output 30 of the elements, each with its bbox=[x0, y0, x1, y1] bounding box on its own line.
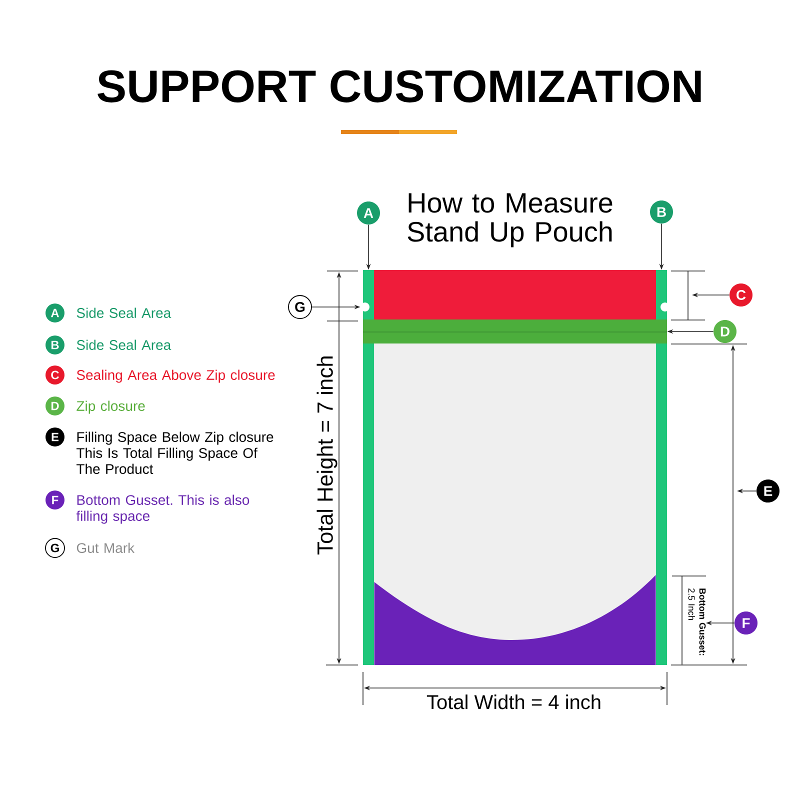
letter-badge: E bbox=[756, 480, 780, 502]
legend-text: Side Seal Area bbox=[76, 340, 172, 350]
legend-text: Filling Space Below Zip closure This Is Total Filling Space Of The Product bbox=[76, 432, 274, 474]
dimension-label: Bottom Gusset: 2.5 Inch bbox=[688, 588, 706, 656]
legend-text: Sealing Area Above Zip closure bbox=[76, 370, 275, 383]
side-seal-strip bbox=[363, 270, 374, 665]
letter-badge: B bbox=[650, 200, 673, 224]
legend-text: Gut Mark bbox=[76, 542, 135, 553]
heading: How to Measure Stand Up Pouch bbox=[408, 193, 612, 248]
letter-badge: F bbox=[734, 612, 758, 634]
letter-badge: B bbox=[46, 336, 64, 354]
letter-badge: D bbox=[46, 396, 64, 416]
letter-badge: E bbox=[46, 428, 64, 446]
legend-text: Bottom Gusset. This is also filling space bbox=[76, 494, 250, 524]
side-seal-strip bbox=[656, 270, 667, 665]
letter-badge: C bbox=[730, 284, 752, 306]
title: SUPPORT CUSTOMIZATION bbox=[98, 70, 701, 102]
cut-notch bbox=[360, 302, 370, 312]
letter-badge: A bbox=[46, 304, 64, 322]
zip-band bbox=[362, 320, 668, 344]
legend-text: Side Seal Area bbox=[76, 308, 172, 318]
legend-text: Zip closure bbox=[76, 400, 145, 414]
letter-badge: G bbox=[45, 538, 65, 558]
letter-badge: D bbox=[714, 320, 736, 343]
letter-badge: A bbox=[357, 202, 380, 224]
dimension-label: Total Height = 7 inch bbox=[316, 356, 338, 554]
letter-badge: C bbox=[46, 366, 64, 384]
letter-badge: G bbox=[288, 295, 312, 319]
dimension-label: Total Width = 4 inch bbox=[426, 694, 600, 710]
letter-badge: F bbox=[46, 490, 64, 510]
